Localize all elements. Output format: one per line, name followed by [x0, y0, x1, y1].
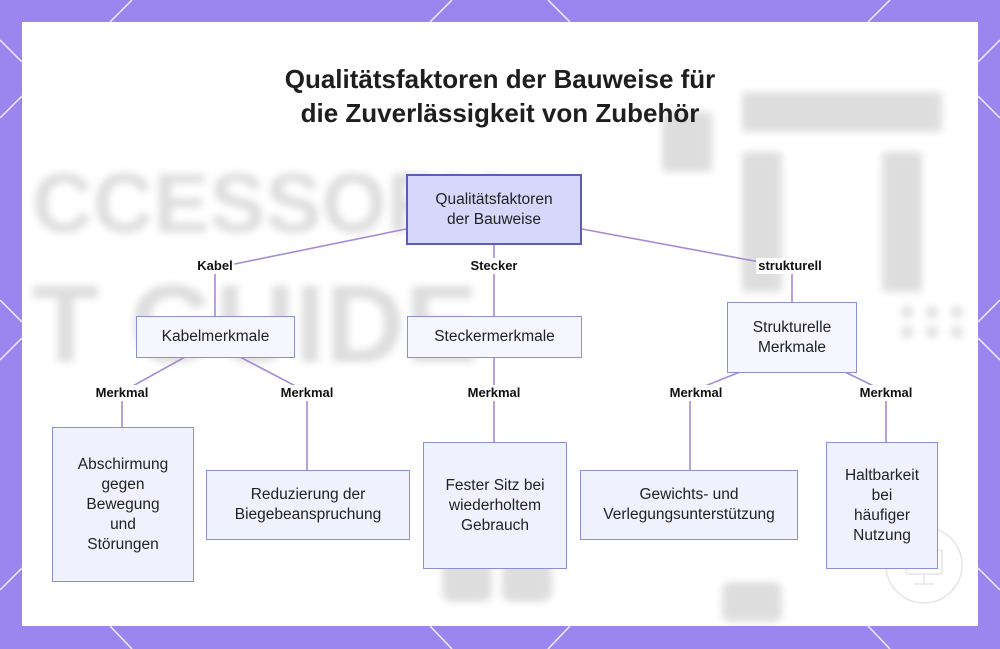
node-reduzierung-label: Reduzierung der Biegebeanspruchung: [234, 486, 382, 523]
node-gewichts-label: Gewichts- und Verlegungsunterstützung: [603, 486, 775, 523]
node-fester-sitz-label: Fester Sitz bei wiederholtem Gebrauch: [445, 476, 545, 534]
edge-label-merkmal-5: Merkmal: [857, 385, 915, 401]
node-root-label: Qualitätsfaktoren der Bauweise: [435, 190, 553, 228]
node-fester-sitz: Fester Sitz bei wiederholtem Gebrauch: [423, 442, 567, 569]
node-abschirmung: Abschirmung gegen Bewegung und Störungen: [52, 427, 194, 582]
edge-label-strukturell: strukturell: [756, 258, 824, 274]
node-strukturelle-merkmale: Strukturelle Merkmale: [727, 302, 857, 373]
edge-root-kabel: [214, 228, 407, 318]
node-kabelmerkmale: Kabelmerkmale: [136, 316, 295, 358]
node-strukturelle-merkmale-label: Strukturelle Merkmale: [752, 318, 832, 356]
title-line-1: Qualitätsfaktoren der Bauweise für: [284, 64, 716, 94]
node-gewichts: Gewichts- und Verlegungsunterstützung: [580, 470, 798, 540]
node-abschirmung-label: Abschirmung gegen Bewegung und Störungen: [77, 455, 169, 553]
background-watermark: CCESSORY T GUIDE: [32, 92, 963, 622]
node-root: Qualitätsfaktoren der Bauweise: [406, 174, 582, 245]
diagram-title: Qualitätsfaktoren der Bauweise für die Z…: [0, 62, 1000, 130]
node-steckermerkmale: Steckermerkmale: [407, 316, 582, 358]
node-haltbarkeit-label: Haltbarkeit bei häufiger Nutzung: [844, 466, 920, 544]
edge-struktur-leaf5: [844, 371, 887, 442]
edge-label-merkmal-3: Merkmal: [465, 385, 523, 401]
edge-kabel-leaf2: [239, 356, 308, 470]
node-steckermerkmale-label: Steckermerkmale: [434, 328, 555, 345]
edge-label-merkmal-4: Merkmal: [667, 385, 725, 401]
node-reduzierung: Reduzierung der Biegebeanspruchung: [206, 470, 410, 540]
node-kabelmerkmale-label: Kabelmerkmale: [161, 328, 270, 345]
title-line-2: die Zuverlässigkeit von Zubehör: [300, 98, 700, 128]
node-haltbarkeit: Haltbarkeit bei häufiger Nutzung: [826, 442, 938, 569]
edge-label-merkmal-2: Merkmal: [278, 385, 336, 401]
edge-label-stecker: Stecker: [468, 258, 520, 274]
edge-label-merkmal-1: Merkmal: [93, 385, 151, 401]
edge-label-kabel: Kabel: [195, 258, 235, 274]
